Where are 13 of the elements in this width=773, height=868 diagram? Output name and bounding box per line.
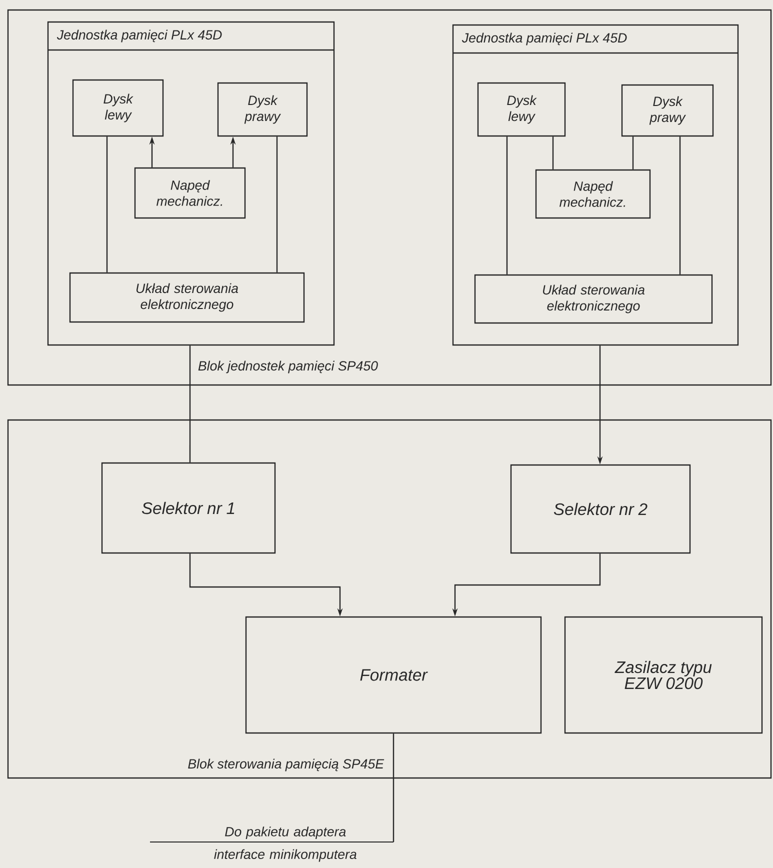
process-box: Zasilacz typu EZW 0200	[564, 616, 763, 734]
note-text: Do pakietu adaptera interface minikomputera	[214, 826, 356, 862]
process-box: Napęd mechanicz.	[535, 169, 651, 219]
process-box: Napęd mechanicz.	[134, 167, 246, 219]
process-box: Dysk prawy	[621, 84, 714, 137]
process-box: Układ sterowania elektronicznego	[474, 274, 713, 324]
process-box: Selektor nr 1	[101, 462, 276, 554]
process-box: Dysk lewy	[477, 82, 566, 137]
process-box: Układ sterowania elektronicznego	[69, 272, 305, 323]
process-box: Dysk prawy	[217, 82, 308, 137]
process-box: Selektor nr 2	[510, 464, 691, 554]
process-box: Formater	[245, 616, 542, 734]
process-box: Dysk lewy	[72, 79, 164, 137]
